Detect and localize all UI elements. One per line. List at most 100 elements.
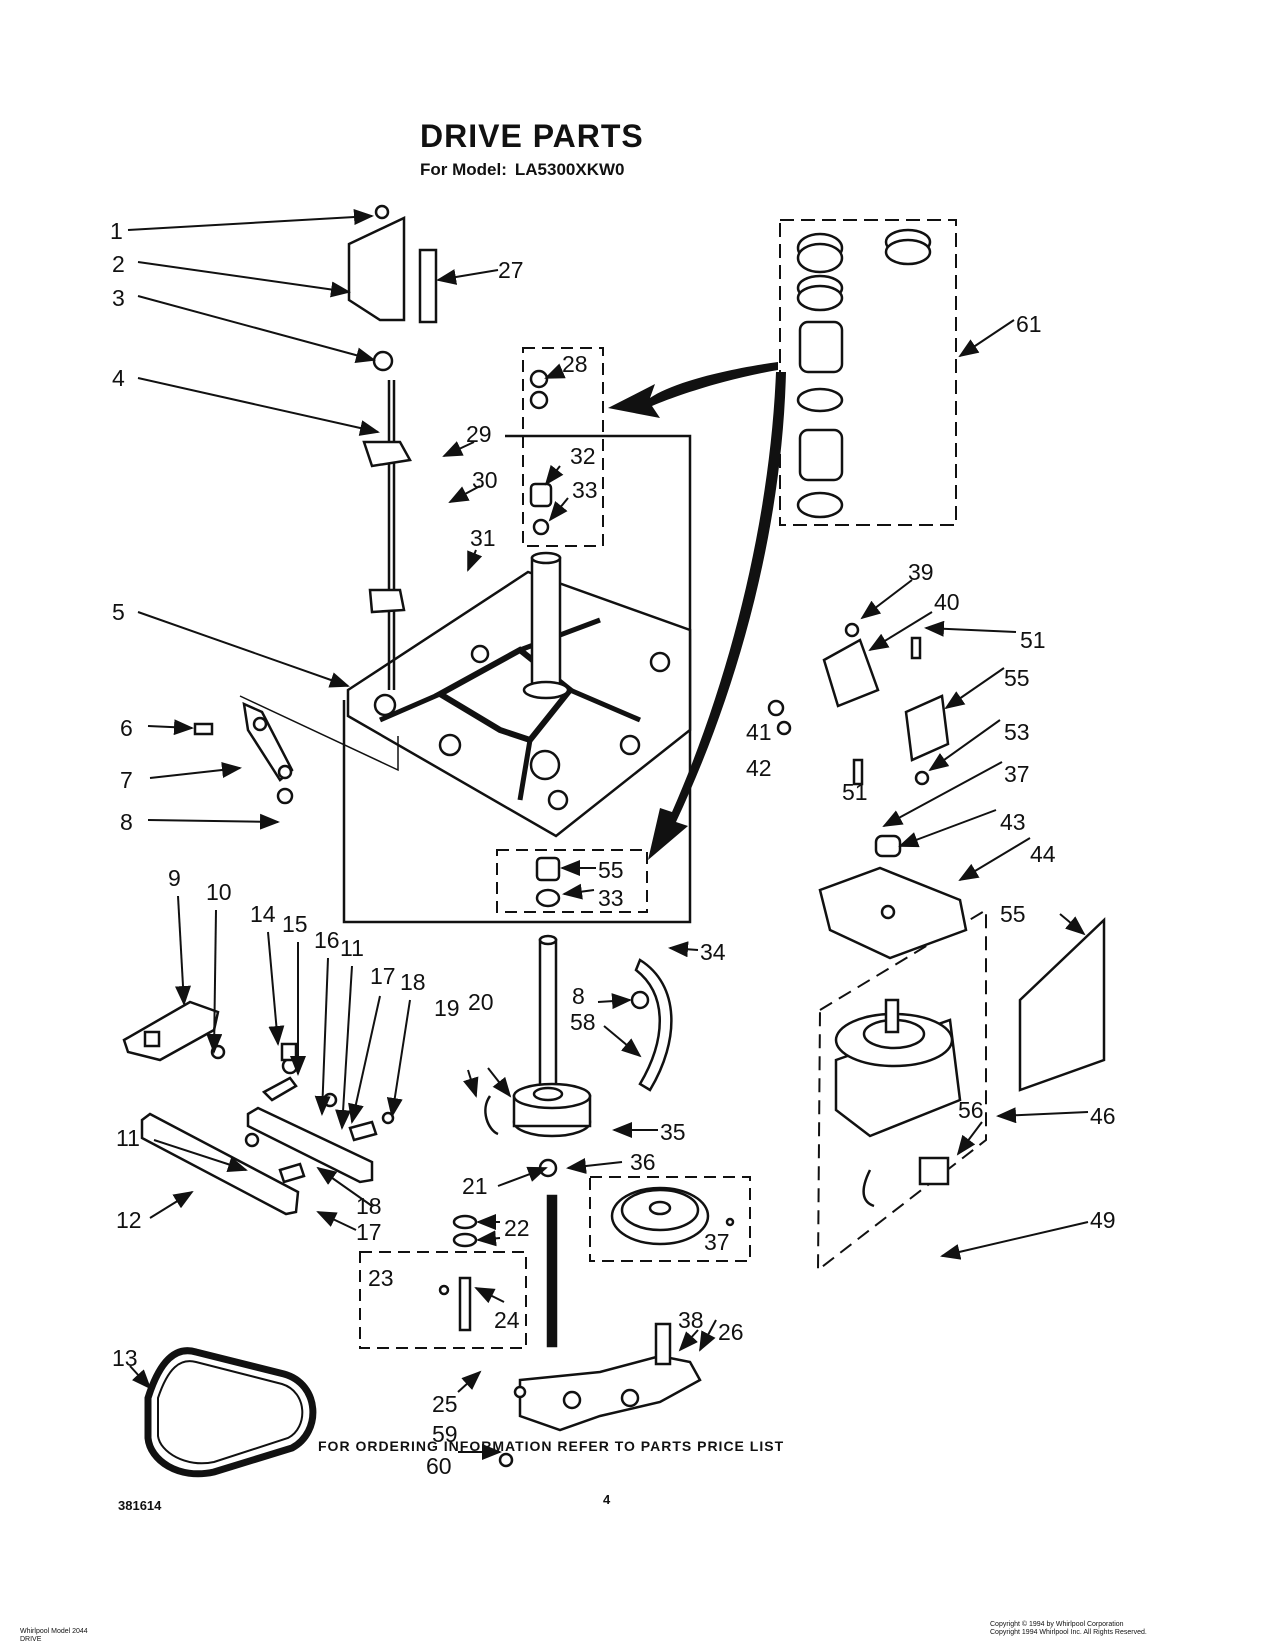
callout-40: 40 [934, 589, 960, 615]
callout-33: 33 [572, 477, 598, 503]
callout-44: 44 [1030, 841, 1056, 867]
callout-52: 55 [1004, 665, 1030, 691]
callout-50: 55 [598, 857, 624, 883]
callout-51b: 51 [842, 779, 868, 805]
callout-36: 36 [630, 1149, 656, 1175]
model-number: LA5300XKW0 [514, 160, 625, 179]
motor-mount-plate [818, 834, 968, 960]
callout-12: 12 [116, 1207, 142, 1233]
drive-motor [834, 998, 962, 1208]
callout-3: 3 [112, 285, 125, 311]
page-number: 4 [603, 1492, 611, 1507]
callout-17: 17 [370, 963, 396, 989]
callout-39: 39 [908, 559, 934, 585]
callout-1: 1 [110, 218, 123, 244]
brake-spring [634, 958, 673, 1092]
callout-37b: 37 [1004, 761, 1030, 787]
tape-strip [418, 248, 438, 324]
callout-leaders [127, 209, 1089, 1460]
callout-56: 56 [958, 1097, 984, 1123]
callout-33b: 33 [598, 885, 624, 911]
drive-belt-inner [157, 1360, 304, 1465]
callout-6: 6 [120, 715, 133, 741]
callout-11: 11 [340, 935, 364, 961]
callout-2: 2 [112, 251, 125, 277]
fine-print-left-line1: Whirlpool Model 2044 [20, 1628, 88, 1635]
motor-switch-bracket [767, 622, 950, 786]
callout-42: 42 [746, 755, 772, 781]
fine-print-right-line2: Copyright 1994 Whirlpool Inc. All Rights… [990, 1629, 1147, 1636]
callout-61: 61 [1016, 311, 1042, 337]
callout-32: 32 [570, 443, 596, 469]
callout-16: 16 [314, 927, 340, 953]
callout-8: 8 [120, 809, 133, 835]
callout-18: 18 [400, 969, 426, 995]
main-shaft [522, 551, 570, 700]
page-title: DRIVE PARTS [420, 118, 644, 154]
assembly-arrows [608, 362, 786, 860]
drive-belt [144, 1347, 317, 1478]
callout-31: 31 [470, 525, 496, 551]
fine-print-left: Whirlpool Model 2044 DRIVE [20, 1628, 88, 1644]
callout-18b: 18 [356, 1193, 382, 1219]
callout-17b: 17 [356, 1219, 382, 1245]
callout-24: 24 [494, 1307, 520, 1333]
lower-shaft-clutch [484, 934, 592, 1348]
motor-box [816, 908, 987, 1273]
fine-print-left-line2: DRIVE [20, 1636, 42, 1643]
pump-pin-parts [438, 1214, 478, 1332]
callout-60: 60 [426, 1453, 452, 1479]
callout-23: 23 [368, 1265, 394, 1291]
shift-lever-rod [347, 204, 412, 690]
upper-bushings [529, 369, 561, 908]
callout-21: 21 [462, 1173, 488, 1199]
callout-29: 29 [466, 421, 492, 447]
callout-10: 10 [206, 879, 232, 905]
callout-53: 53 [1004, 719, 1030, 745]
base-plate [346, 570, 692, 838]
pulley-assembly-box [359, 347, 751, 1349]
model-prefix: For Model: [420, 160, 507, 179]
fine-print-right-line1: Copyright © 1994 by Whirlpool Corporatio… [990, 1621, 1124, 1628]
callout-11b: 11 [116, 1125, 140, 1151]
callout-58: 58 [570, 1009, 596, 1035]
callout-4: 4 [112, 365, 125, 391]
callout-15: 15 [282, 911, 308, 937]
callout-41: 41 [746, 719, 772, 745]
callout-26: 26 [718, 1319, 744, 1345]
callout-22: 22 [504, 1215, 530, 1241]
brake-nut [630, 990, 650, 1010]
callout-38: 38 [678, 1307, 704, 1333]
callout-59: 59 [432, 1421, 458, 1447]
callout-55: 55 [1000, 901, 1026, 927]
bearing-kit-parts [796, 228, 932, 519]
callout-27: 27 [498, 257, 524, 283]
callout-37: 37 [704, 1229, 730, 1255]
gearcase [498, 1322, 702, 1468]
callout-labels: 1 2 3 4 5 6 7 8 9 10 14 15 16 11 17 18 1… [110, 218, 1116, 1479]
callout-35: 35 [660, 1119, 686, 1145]
switch-bracket [122, 1000, 226, 1062]
fine-print-right: Copyright © 1994 by Whirlpool Corporatio… [990, 1621, 1147, 1637]
linkage-bars [140, 1042, 395, 1216]
callout-8b: 8 [572, 983, 585, 1009]
callout-13: 13 [112, 1345, 138, 1371]
callout-28: 28 [562, 351, 588, 377]
callout-43: 43 [1000, 809, 1026, 835]
base-outline-box [342, 434, 692, 924]
document-number: 381614 [118, 1498, 162, 1513]
ordering-note: FOR ORDERING INFORMATION REFER TO PARTS … [318, 1438, 785, 1454]
callout-49: 49 [1090, 1207, 1116, 1233]
motor-shield [1018, 917, 1106, 1092]
callout-5: 5 [112, 599, 125, 625]
callout-34: 34 [700, 939, 726, 965]
callout-20: 20 [468, 989, 494, 1015]
callout-46: 46 [1090, 1103, 1116, 1129]
callout-30: 30 [472, 467, 498, 493]
callout-51: 51 [1020, 627, 1046, 653]
model-line: For Model: LA5300XKW0 [420, 160, 633, 180]
brace-bracket [193, 695, 399, 805]
callout-9: 9 [168, 865, 181, 891]
